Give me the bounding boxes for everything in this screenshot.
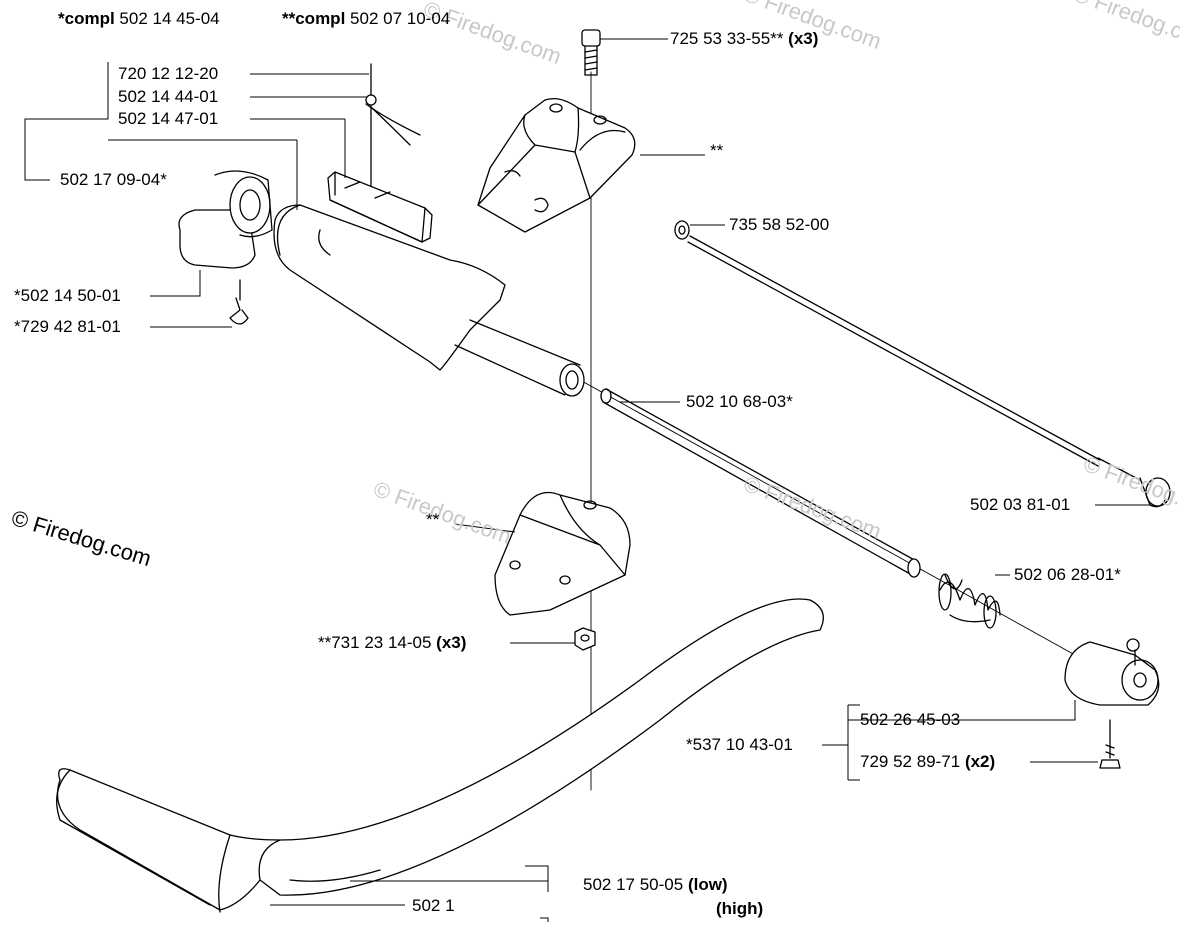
lower-clamp-bracket: [494, 491, 631, 651]
rod-axis-line: [579, 379, 1076, 656]
part-label: **: [426, 510, 440, 529]
part-label: 502 14 44-01: [118, 87, 219, 106]
handle-grip: [273, 204, 585, 397]
loop-handle: [56, 598, 824, 913]
tube: [600, 388, 921, 578]
rear-knob: [178, 170, 273, 325]
part-label: 725 53 33-55** (x3): [670, 29, 819, 48]
part-label: 502 03 81-01: [970, 495, 1071, 514]
part-label: *729 42 81-01: [14, 317, 121, 336]
top-screw: [581, 29, 601, 76]
part-label: **731 23 14-05 (x3): [318, 633, 467, 652]
upper-clamp-bracket: [477, 97, 636, 233]
throttle-parts: [327, 63, 433, 243]
spring: [938, 573, 1001, 629]
part-label: 729 52 89-71 (x2): [860, 752, 996, 771]
kit-number-double-star: **compl 502 07 10-04: [282, 9, 451, 28]
end-cap: [1064, 638, 1160, 769]
long-rod: [674, 220, 1171, 508]
part-label: 502 06 28-01*: [1014, 565, 1121, 584]
kit-number-single-star: *compl 502 14 45-04: [58, 9, 220, 28]
part-label: *502 14 50-01: [14, 286, 121, 305]
part-label: 502 10 68-03*: [686, 392, 793, 411]
part-label: 720 12 12-20: [118, 64, 219, 83]
part-label: **: [710, 141, 724, 160]
part-label: (high): [716, 899, 764, 918]
part-label: *537 10 43-01: [686, 735, 793, 754]
part-label: 502 17 50-05 (low): [583, 875, 728, 894]
part-label: 502 17 09-04*: [60, 170, 167, 189]
part-label: 502 26 45-03: [860, 710, 961, 729]
part-label: 502 14 47-01: [118, 109, 219, 128]
part-label: 502 1: [412, 896, 455, 915]
leader-lines: [24, 38, 1150, 922]
part-label: 735 58 52-00: [729, 215, 830, 234]
